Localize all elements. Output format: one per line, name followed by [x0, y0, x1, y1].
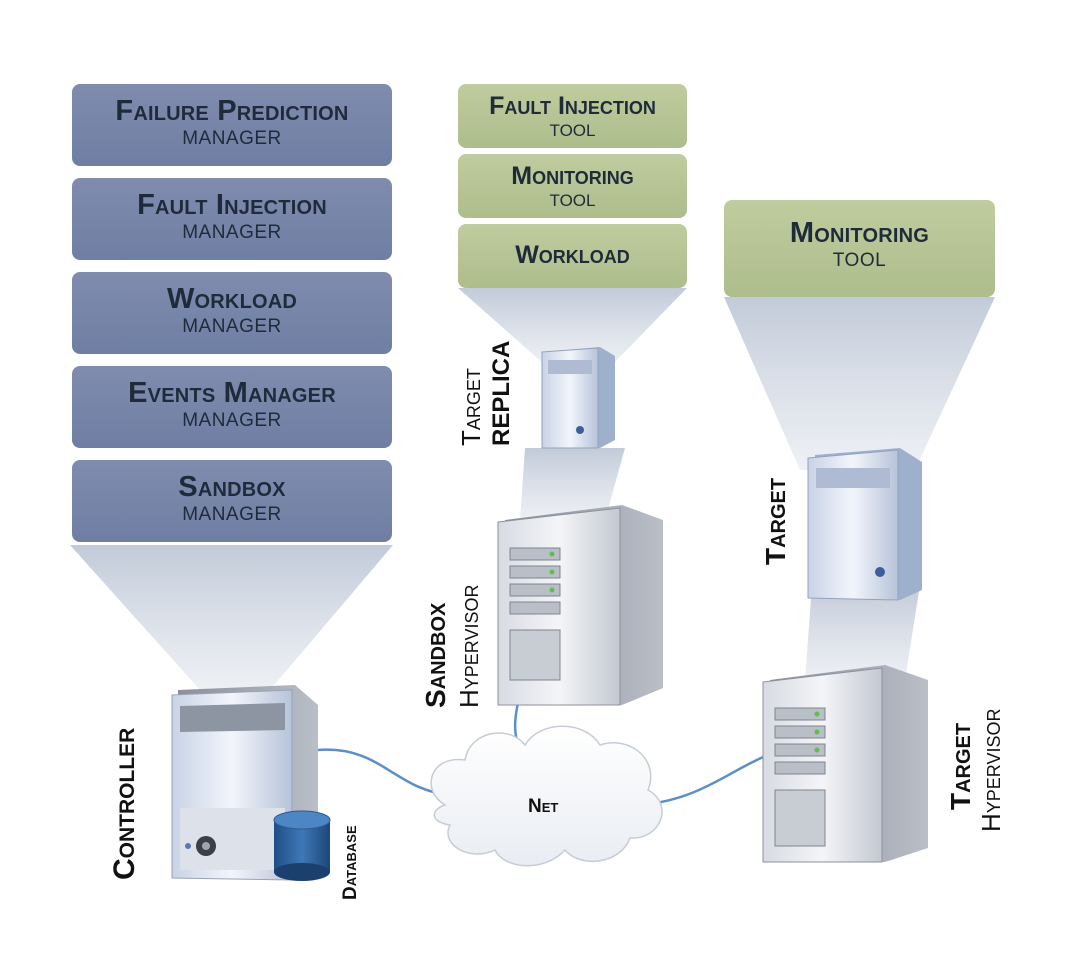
sandbox-manager-box: Sandbox MANAGER — [72, 460, 392, 542]
beam-target-tool — [724, 297, 995, 470]
fault-injection-manager-title: Fault Injection — [137, 189, 327, 221]
monitoring-tool-replica-box: Monitoring TOOL — [458, 154, 687, 218]
workload-manager-title: Workload — [166, 283, 298, 315]
failure-prediction-subtitle: MANAGER — [182, 128, 282, 149]
sandbox-manager-subtitle: MANAGER — [182, 504, 282, 525]
sandbox-hypervisor-label-line1: Sandbox — [420, 602, 451, 708]
cable-controller-net — [317, 748, 451, 797]
database-label: Database — [340, 825, 361, 900]
network-cloud — [430, 725, 663, 867]
controller-server-icon — [171, 685, 318, 881]
events-manager-box: Events Manager MANAGER — [72, 366, 392, 448]
beam-replica — [458, 288, 687, 365]
fault-injection-tool-subtitle: TOOL — [549, 121, 596, 140]
workload-manager-box: Workload MANAGER — [72, 272, 392, 354]
target-replica-label-line2: replica — [488, 340, 515, 446]
target-replica-pc-icon — [541, 347, 615, 449]
target-label: Target — [760, 477, 791, 565]
monitoring-tool-target-subtitle: TOOL — [832, 250, 887, 271]
target-hypervisor-label-line2: Hypervisor — [976, 708, 1006, 832]
sandbox-hypervisor-label-line2: Hypervisor — [454, 584, 484, 708]
target-hypervisor-label-line1: Target — [945, 722, 976, 810]
beam-target-hypervisor — [805, 585, 920, 680]
workload-tool-box: Workload — [458, 224, 687, 288]
sandbox-hypervisor-server-icon — [497, 505, 663, 706]
failure-prediction-title: Failure Prediction — [115, 95, 349, 127]
fault-injection-manager-subtitle: MANAGER — [182, 222, 282, 243]
target-hypervisor-server-icon — [762, 665, 928, 863]
net-label: Net — [528, 796, 559, 817]
events-manager-title: Events Manager — [128, 377, 336, 409]
workload-manager-subtitle: MANAGER — [182, 316, 282, 337]
cable-net-target — [639, 753, 769, 807]
fault-injection-manager-box: Fault Injection MANAGER — [72, 178, 392, 260]
target-pc-icon — [807, 448, 922, 601]
database-icon — [273, 810, 331, 881]
monitoring-tool-replica-title: Monitoring — [511, 162, 634, 190]
sandbox-manager-title: Sandbox — [178, 471, 286, 503]
monitoring-tool-target-title: Monitoring — [789, 217, 930, 249]
fault-injection-tool-box: Fault Injection TOOL — [458, 84, 687, 148]
fault-injection-tool-title: Fault Injection — [489, 92, 656, 120]
workload-tool-title: Workload — [515, 241, 630, 269]
target-replica-label-line1: Target — [456, 368, 486, 446]
events-manager-subtitle: MANAGER — [182, 410, 282, 431]
controller-label: Controller — [108, 727, 141, 880]
failure-prediction-manager-box: Failure Prediction MANAGER — [72, 84, 392, 166]
beam-sandbox — [520, 448, 625, 520]
monitoring-tool-target-box: Monitoring TOOL — [724, 200, 995, 297]
beam-controller — [70, 545, 393, 690]
monitoring-tool-replica-subtitle: TOOL — [549, 191, 596, 210]
